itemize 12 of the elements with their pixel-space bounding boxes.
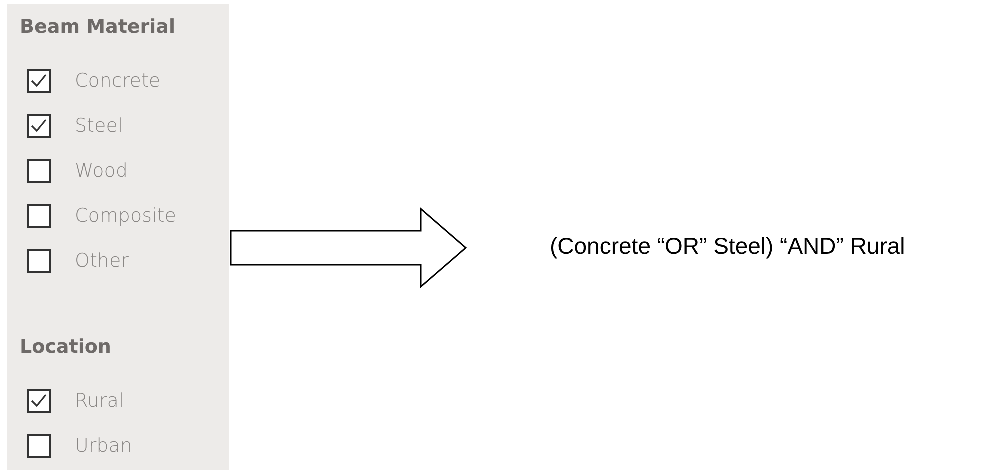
option-label: Concrete	[75, 69, 161, 93]
option-label: Wood	[75, 159, 128, 183]
option-label: Steel	[75, 114, 124, 138]
filter-panel	[7, 4, 229, 470]
option-label: Urban	[75, 434, 132, 458]
option-label: Rural	[75, 389, 124, 413]
option-label: Other	[75, 249, 129, 273]
filter-expression: (Concrete “OR” Steel) “AND” Rural	[470, 233, 970, 265]
section-heading: Beam Material	[20, 16, 176, 38]
option-label: Composite	[75, 204, 176, 228]
block-arrow	[230, 207, 468, 289]
section-heading: Location	[20, 336, 112, 358]
